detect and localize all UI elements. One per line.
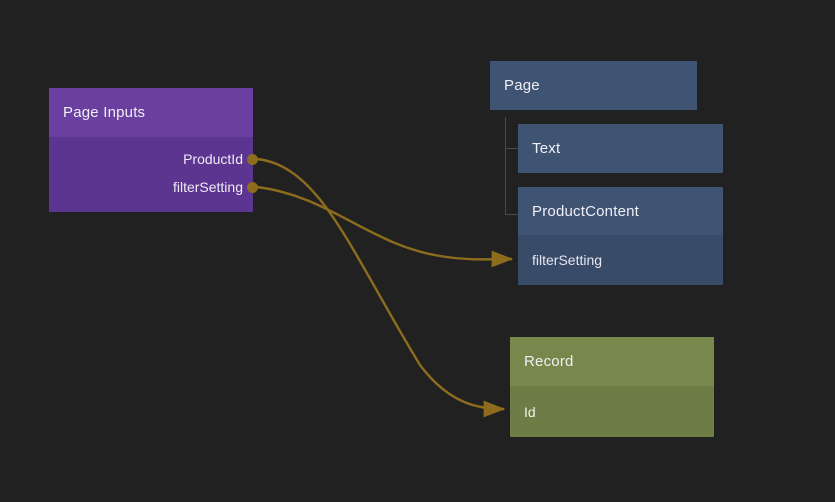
tree-branch-tick-text (505, 148, 518, 149)
node-text-title: Text (518, 124, 723, 173)
node-text[interactable]: Text (518, 124, 723, 173)
input-row-filtersetting[interactable]: filterSetting (518, 235, 723, 285)
tree-branch-tick-productcontent (505, 214, 518, 215)
node-record-title: Record (510, 337, 714, 386)
node-page-title: Page (490, 61, 697, 110)
tree-vertical-line (505, 117, 506, 215)
input-label-id: Id (524, 403, 536, 420)
output-label-productid: ProductId (183, 151, 243, 167)
edge-productid-to-record-id (256, 157, 506, 418)
output-label-filtersetting: filterSetting (172, 179, 243, 195)
input-row-id[interactable]: Id (510, 386, 714, 437)
edge-filtersetting-to-productcontent-filtersetting (256, 185, 514, 268)
node-page-inputs-body: ProductId filterSetting (49, 137, 253, 212)
node-record[interactable]: Record Id (510, 337, 714, 437)
node-page-inputs[interactable]: Page Inputs ProductId filterSetting (49, 88, 253, 212)
node-productcontent-title: ProductContent (518, 187, 723, 235)
output-port-filtersetting[interactable] (247, 182, 258, 193)
node-page[interactable]: Page (490, 61, 697, 110)
input-label-filtersetting: filterSetting (532, 252, 603, 268)
output-row-productid[interactable]: ProductId (49, 145, 253, 173)
spacer (49, 137, 253, 145)
output-row-filtersetting[interactable]: filterSetting (49, 173, 253, 201)
output-port-productid[interactable] (247, 154, 258, 165)
node-page-inputs-title: Page Inputs (49, 88, 253, 137)
node-productcontent[interactable]: ProductContent filterSetting (518, 187, 723, 285)
